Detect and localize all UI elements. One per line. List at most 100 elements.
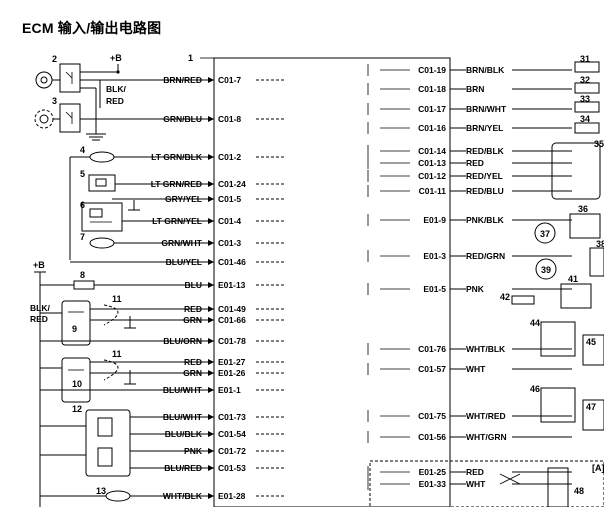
page-title: ECM 输入/输出电路图 <box>22 20 162 36</box>
right-component-number: 42 <box>500 292 510 302</box>
left-wire-label: BLU/BLK <box>165 429 203 439</box>
left-component-number: 12 <box>72 404 82 414</box>
left-wire-label: BLU/YEL <box>166 257 202 267</box>
right-wire-label: WHT <box>466 364 486 374</box>
right-wire-label: BRN/WHT <box>466 104 507 114</box>
right-pin-label: C01-18 <box>418 84 446 94</box>
left-component-number: 6 <box>80 200 85 210</box>
right-wire-label: BRN <box>466 84 484 94</box>
left-pin-label: C01-8 <box>218 114 241 124</box>
right-wire-label: RED/GRN <box>466 251 505 261</box>
left-pin-label: E01-28 <box>218 491 246 501</box>
left-wire-label: RED <box>184 304 202 314</box>
right-pin-label: C01-56 <box>418 432 446 442</box>
left-wire-label: WHT/BLK <box>163 491 203 501</box>
right-pin-label: C01-13 <box>418 158 446 168</box>
left-wire-label: GRN <box>183 315 202 325</box>
left-pin-label: C01-5 <box>218 194 241 204</box>
left-wire-label: BLU <box>185 280 202 290</box>
right-component-number: 46 <box>530 384 540 394</box>
right-component-number: 44 <box>530 318 540 328</box>
left-component-number: 2 <box>52 54 57 64</box>
blk-red-label-top: BLK/ <box>106 84 126 94</box>
right-pin-label: E01-9 <box>423 215 446 225</box>
right-wire-label: PNK/BLK <box>466 215 505 225</box>
right-output-wires: C01-19 BRN/BLK C01-18 BRN C01-17 BRN/WHT C01-1… <box>367 64 572 490</box>
right-wire-label: WHT/GRN <box>466 432 507 442</box>
right-component-number: 45 <box>586 337 596 347</box>
right-component-number: 38 <box>596 239 604 249</box>
right-pin-label: C01-12 <box>418 171 446 181</box>
left-wire-label: BLU/WHT <box>163 412 203 422</box>
right-component-number: 36 <box>578 204 588 214</box>
ecm-box <box>213 57 451 507</box>
right-wire-label: RED/BLU <box>466 186 504 196</box>
left-pin-label: C01-54 <box>218 429 246 439</box>
ecm-ref-number: 1 <box>188 53 193 63</box>
left-wire-label: BLU/RED <box>164 463 202 473</box>
left-pin-label: E01-1 <box>218 385 241 395</box>
right-pin-label: E01-5 <box>423 284 446 294</box>
blk-red2-label-top: BLK/ <box>30 303 50 313</box>
left-wire-label: GRN/WHT <box>161 238 202 248</box>
left-component-number: 4 <box>80 145 85 155</box>
right-pin-label: E01-25 <box>419 467 447 477</box>
left-pin-label: E01-13 <box>218 280 246 290</box>
bracket-label: [A] <box>592 463 604 473</box>
left-pin-label: C01-3 <box>218 238 241 248</box>
left-pin-label: C01-66 <box>218 315 246 325</box>
right-wire-label: WHT/RED <box>466 411 506 421</box>
left-pin-label: C01-53 <box>218 463 246 473</box>
left-pin-label: E01-26 <box>218 368 246 378</box>
left-wire-label: GRN/BLU <box>163 114 202 124</box>
right-pin-label: C01-16 <box>418 123 446 133</box>
left-pin-label: C01-24 <box>218 179 246 189</box>
right-component-number: 39 <box>541 265 551 275</box>
blk-red2-label-bottom: RED <box>30 314 48 324</box>
left-component-number: 11 <box>112 294 122 304</box>
right-wire-label: RED <box>466 467 484 477</box>
right-pin-label: C01-14 <box>418 146 446 156</box>
left-wire-label: GRN <box>183 368 202 378</box>
left-wire-label: LT GRN/YEL <box>152 216 202 226</box>
left-pin-label: C01-2 <box>218 152 241 162</box>
right-wire-label: RED/BLK <box>466 146 505 156</box>
blk-red-label-bottom: RED <box>106 96 124 106</box>
right-pin-label: C01-17 <box>418 104 446 114</box>
right-pin-label: C01-11 <box>419 186 447 196</box>
left-wire-label: LT GRN/RED <box>151 179 202 189</box>
left-wire-label: LT GRN/BLK <box>151 152 203 162</box>
right-pin-label: C01-57 <box>418 364 446 374</box>
right-component-number: 35 <box>594 139 604 149</box>
left-pin-label: C01-49 <box>218 304 246 314</box>
right-pin-label: E01-3 <box>423 251 446 261</box>
right-wire-label: WHT <box>466 479 486 489</box>
right-wire-label: WHT/BLK <box>466 344 506 354</box>
right-component-number: 37 <box>540 229 550 239</box>
left-pin-label: C01-78 <box>218 336 246 346</box>
supply-label-left: +B <box>33 260 45 270</box>
right-component-number: 33 <box>580 94 590 104</box>
left-wire-label: BLU/ORN <box>163 336 202 346</box>
right-pin-label: E01-33 <box>419 479 447 489</box>
left-wire-label: GRY/YEL <box>165 194 202 204</box>
right-component-number: 47 <box>586 402 596 412</box>
right-pin-label: C01-19 <box>418 65 446 75</box>
right-pin-label: C01-75 <box>418 411 446 421</box>
left-wire-label: BRN/RED <box>163 75 202 85</box>
left-component-number: 10 <box>72 379 82 389</box>
left-pin-label: E01-27 <box>218 357 246 367</box>
right-wire-label: RED/YEL <box>466 171 503 181</box>
right-wire-label: RED <box>466 158 484 168</box>
left-pin-label: C01-7 <box>218 75 241 85</box>
right-wire-label: PNK <box>466 284 485 294</box>
right-component-number: 34 <box>580 114 590 124</box>
left-wire-label: PNK <box>184 446 203 456</box>
right-wire-label: BRN/BLK <box>466 65 505 75</box>
left-pin-label: C01-46 <box>218 257 246 267</box>
right-pin-label: C01-76 <box>418 344 446 354</box>
right-component-number: 31 <box>580 54 590 64</box>
